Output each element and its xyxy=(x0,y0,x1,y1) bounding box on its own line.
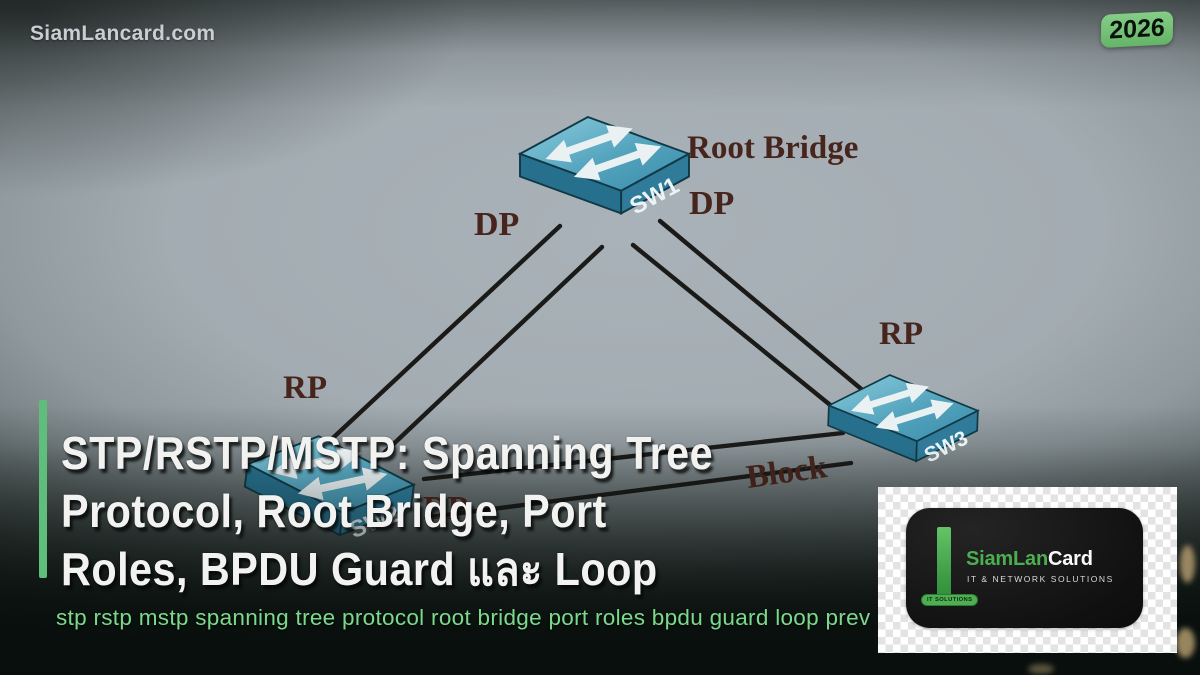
switch-sw3: SW3 xyxy=(826,374,980,467)
link-line xyxy=(317,223,563,453)
title-line-2: Protocol, Root Bridge, Port xyxy=(61,485,607,537)
siamlancard-logo-card: SiamLanCard IT & NETWORK SOLUTIONS IT SO… xyxy=(906,508,1143,628)
rp-label-sw3: RP xyxy=(879,316,923,352)
brand-name-green: SiamLan xyxy=(966,548,1048,570)
logo-green-bar-icon xyxy=(937,527,951,597)
photo-artifact-blob xyxy=(1028,664,1054,674)
year-badge: 2026 xyxy=(1100,11,1174,48)
it-solutions-badge: IT SOLUTIONS xyxy=(921,594,979,606)
rp-label-sw2: RP xyxy=(283,370,327,406)
brand-tagline: IT & NETWORK SOLUTIONS xyxy=(967,574,1114,584)
title-line-3: Roles, BPDU Guard และ Loop xyxy=(61,543,658,595)
keyword-strip: stp rstp mstp spanning tree protocol roo… xyxy=(56,605,871,630)
root-bridge-label: Root Bridge xyxy=(687,130,858,166)
logo-panel: SiamLanCard IT & NETWORK SOLUTIONS IT SO… xyxy=(878,487,1177,653)
photo-artifact-blob xyxy=(1176,628,1195,658)
brand-name-white: Card xyxy=(1047,548,1093,570)
video-title: STP/RSTP/MSTP: Spanning Tree Protocol, R… xyxy=(61,424,713,598)
switch-sw1: SW1 xyxy=(517,115,692,220)
site-url-text: SiamLancard.com xyxy=(30,22,216,45)
block-label-sw3: Block xyxy=(744,449,830,496)
dp-label-sw1-right: DP xyxy=(689,185,734,222)
brand-name: SiamLanCard xyxy=(966,548,1093,571)
title-line-1: STP/RSTP/MSTP: Spanning Tree xyxy=(61,427,714,479)
photo-artifact-blob xyxy=(1180,545,1195,583)
link-line xyxy=(657,218,869,396)
dp-label-sw1-left: DP xyxy=(474,206,519,243)
title-accent-bar xyxy=(39,400,47,578)
link-line xyxy=(630,242,848,420)
link-sw1-sw3 xyxy=(630,218,869,420)
